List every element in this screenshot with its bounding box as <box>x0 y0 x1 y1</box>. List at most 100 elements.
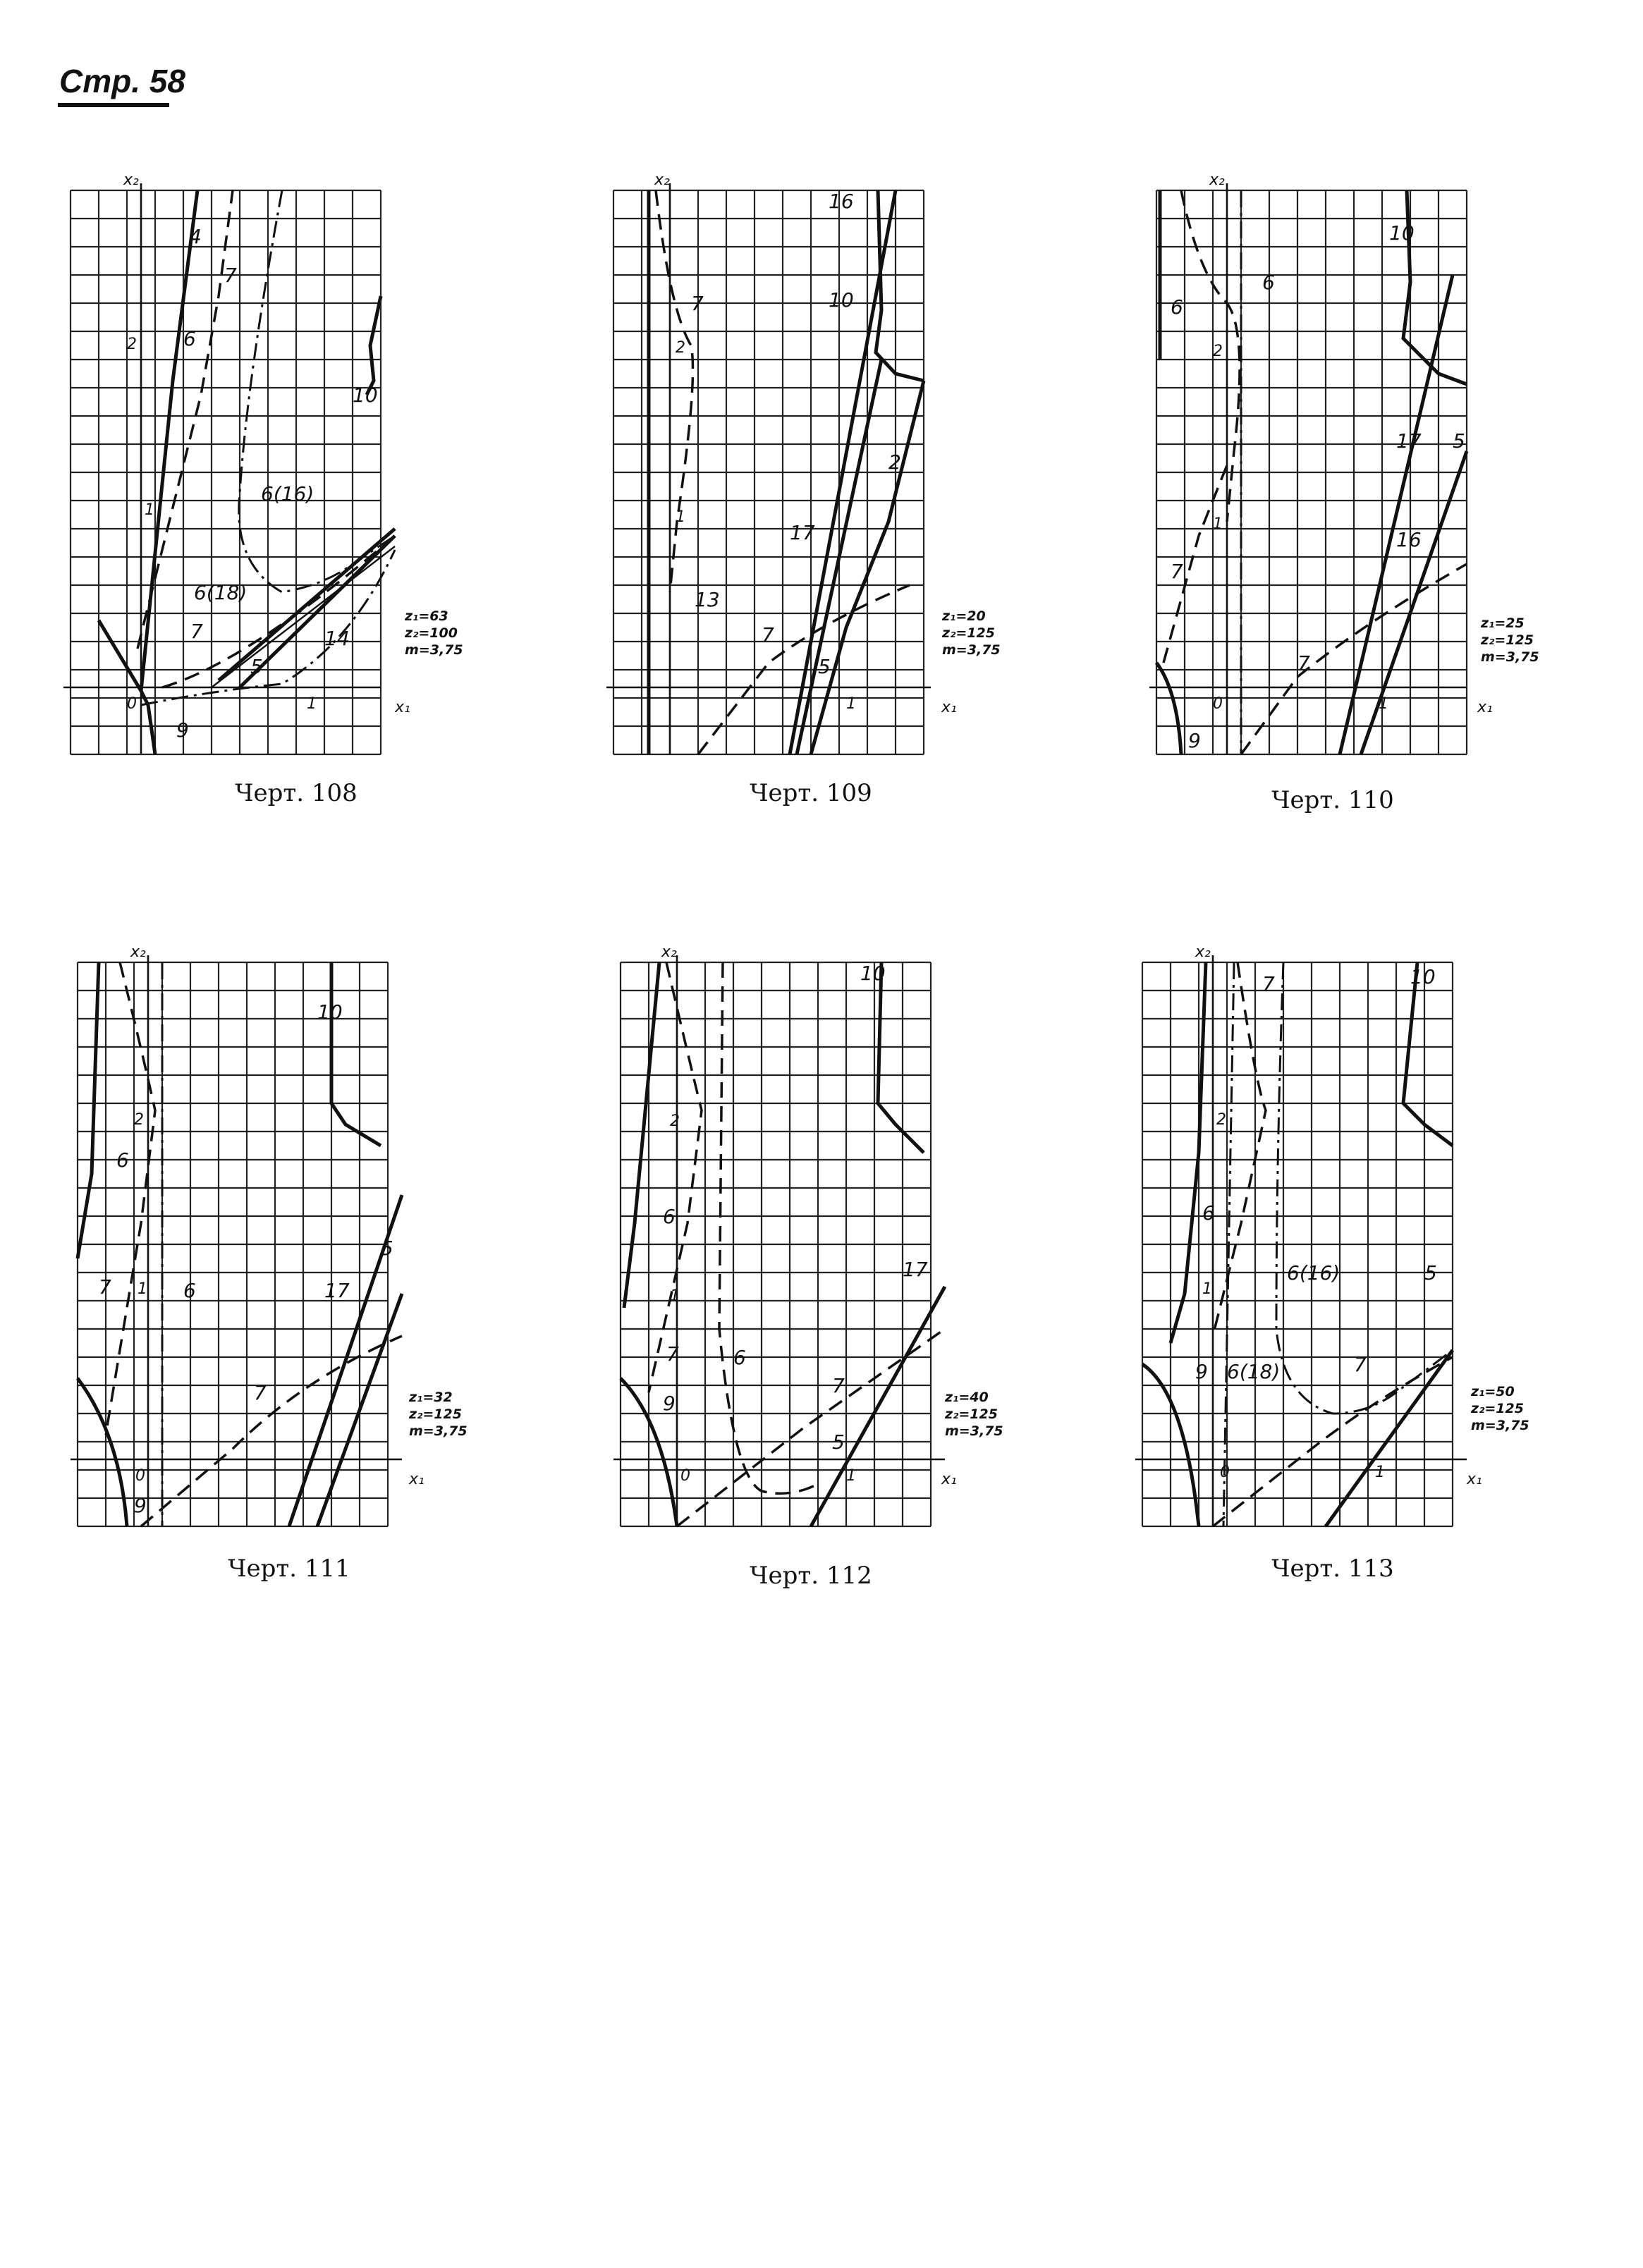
axis-unit-y1: 1 <box>1213 515 1223 533</box>
param-z1: z₁=25 <box>1481 615 1525 631</box>
chart-108: 4 7 6 10 6(16) 6(18) 7 5 14 9 x₂ x₁ 0 1 … <box>63 169 410 761</box>
label-10: 10 <box>829 288 854 312</box>
axis-unit-y2: 2 <box>1216 1111 1226 1129</box>
param-m: m=3,75 <box>1481 649 1539 665</box>
curve-5 <box>1324 1349 1455 1528</box>
label-7b: 7 <box>190 620 203 643</box>
label-6: 6 <box>183 327 196 350</box>
curve-6-left <box>622 962 661 1308</box>
param-m: m=3,75 <box>409 1423 468 1439</box>
axis-unit-y2: 2 <box>676 339 685 357</box>
label-7: 7 <box>224 264 237 287</box>
curve-6-16 <box>238 190 396 594</box>
axis-unit-x: 1 <box>1379 695 1388 713</box>
curve-7b <box>140 1335 403 1528</box>
curve-7-left <box>654 190 695 593</box>
curve-7 <box>136 190 234 649</box>
axis-unit-x: 1 <box>846 1467 856 1485</box>
label-7: 7 <box>1262 972 1275 995</box>
label-6b: 6 <box>1262 271 1275 294</box>
curve-6 <box>1180 190 1241 522</box>
label-6b: 6 <box>733 1346 746 1369</box>
curve-6-left <box>75 962 101 1259</box>
axis-origin: 0 <box>1213 695 1223 713</box>
label-10: 10 <box>1410 965 1436 988</box>
axis-label-x: x₁ <box>941 1471 957 1488</box>
caption-108: Черт. 108 <box>235 779 358 807</box>
label-5: 5 <box>832 1430 845 1454</box>
axis-label-y: x₂ <box>130 943 146 961</box>
param-z1: z₁=50 <box>1471 1384 1515 1399</box>
label-6b: 6 <box>183 1279 196 1302</box>
label-9: 9 <box>1195 1360 1208 1383</box>
curve-4 <box>139 190 200 692</box>
curve-left-boundary <box>97 619 157 755</box>
curve-17 <box>788 190 898 755</box>
chart-111: 10 6 7 6 17 5 7 9 x₂ x₁ 0 1 2 <box>71 941 425 1533</box>
label-7b: 7 <box>1297 651 1310 675</box>
grid <box>619 961 932 1528</box>
curve-7 <box>676 1328 946 1528</box>
axis-label-x: x₁ <box>1477 699 1493 716</box>
grid <box>612 189 925 756</box>
curve-7 <box>104 962 157 1435</box>
param-z1: z₁=40 <box>945 1390 989 1405</box>
label-9: 9 <box>1188 729 1201 752</box>
label-7b: 7 <box>832 1374 845 1397</box>
param-m: m=3,75 <box>405 642 463 658</box>
label-17: 17 <box>1396 429 1422 453</box>
label-6: 6 <box>116 1148 129 1172</box>
curve-17 <box>1338 274 1455 755</box>
curve-5 <box>1359 450 1469 755</box>
curve-6 <box>718 962 819 1495</box>
label-17: 17 <box>324 1279 350 1302</box>
axis-unit-y1: 1 <box>138 1280 147 1298</box>
curve-9 <box>619 1377 679 1527</box>
page-header: Стр. 58 <box>59 63 185 99</box>
label-6: 6 <box>1202 1201 1215 1225</box>
param-z2: z₂=125 <box>1481 632 1534 648</box>
curve-7b <box>1211 1356 1453 1528</box>
label-5: 5 <box>1453 429 1465 453</box>
label-5: 5 <box>250 655 263 678</box>
label-6-16: 6(16) <box>261 482 314 505</box>
curve-6-18 <box>1222 962 1235 1527</box>
label-2: 2 <box>888 450 901 474</box>
curve-14 <box>217 527 396 682</box>
curve-5 <box>315 1293 404 1527</box>
axis-label-y: x₂ <box>661 943 677 961</box>
curve-7b <box>1240 563 1467 756</box>
axis-unit-y2: 2 <box>1213 343 1223 360</box>
curve-7b <box>161 534 396 689</box>
param-z2: z₂=125 <box>942 625 995 641</box>
label-7: 7 <box>99 1275 111 1299</box>
label-9: 9 <box>663 1392 676 1415</box>
label-9: 9 <box>176 718 189 742</box>
curve-7-left <box>647 962 703 1393</box>
label-5: 5 <box>1424 1261 1437 1285</box>
grid <box>69 189 382 756</box>
param-m: m=3,75 <box>945 1423 1003 1439</box>
label-10: 10 <box>1389 221 1415 245</box>
axis-label-x: x₁ <box>408 1471 425 1488</box>
curve-5 <box>238 534 396 689</box>
caption-109: Черт. 109 <box>750 779 872 807</box>
label-10: 10 <box>353 384 378 407</box>
axis-unit-x: 1 <box>1375 1464 1385 1481</box>
param-z2: z₂=125 <box>1471 1401 1524 1416</box>
curve-thin <box>211 546 396 688</box>
label-7b: 7 <box>254 1381 267 1404</box>
axis-unit-x: 1 <box>307 695 317 713</box>
param-m: m=3,75 <box>1471 1418 1529 1433</box>
axis-label-y: x₂ <box>123 171 139 189</box>
axis-unit-x: 1 <box>846 695 856 713</box>
curve-10 <box>1401 190 1467 386</box>
chart-110: 10 6 6 17 5 16 7 7 9 x₂ x₁ 0 1 1 2 <box>1149 169 1493 761</box>
axis-unit-y1: 1 <box>670 1287 680 1305</box>
axis-unit-y2: 2 <box>134 1111 144 1129</box>
caption-111: Черт. 111 <box>228 1555 350 1583</box>
